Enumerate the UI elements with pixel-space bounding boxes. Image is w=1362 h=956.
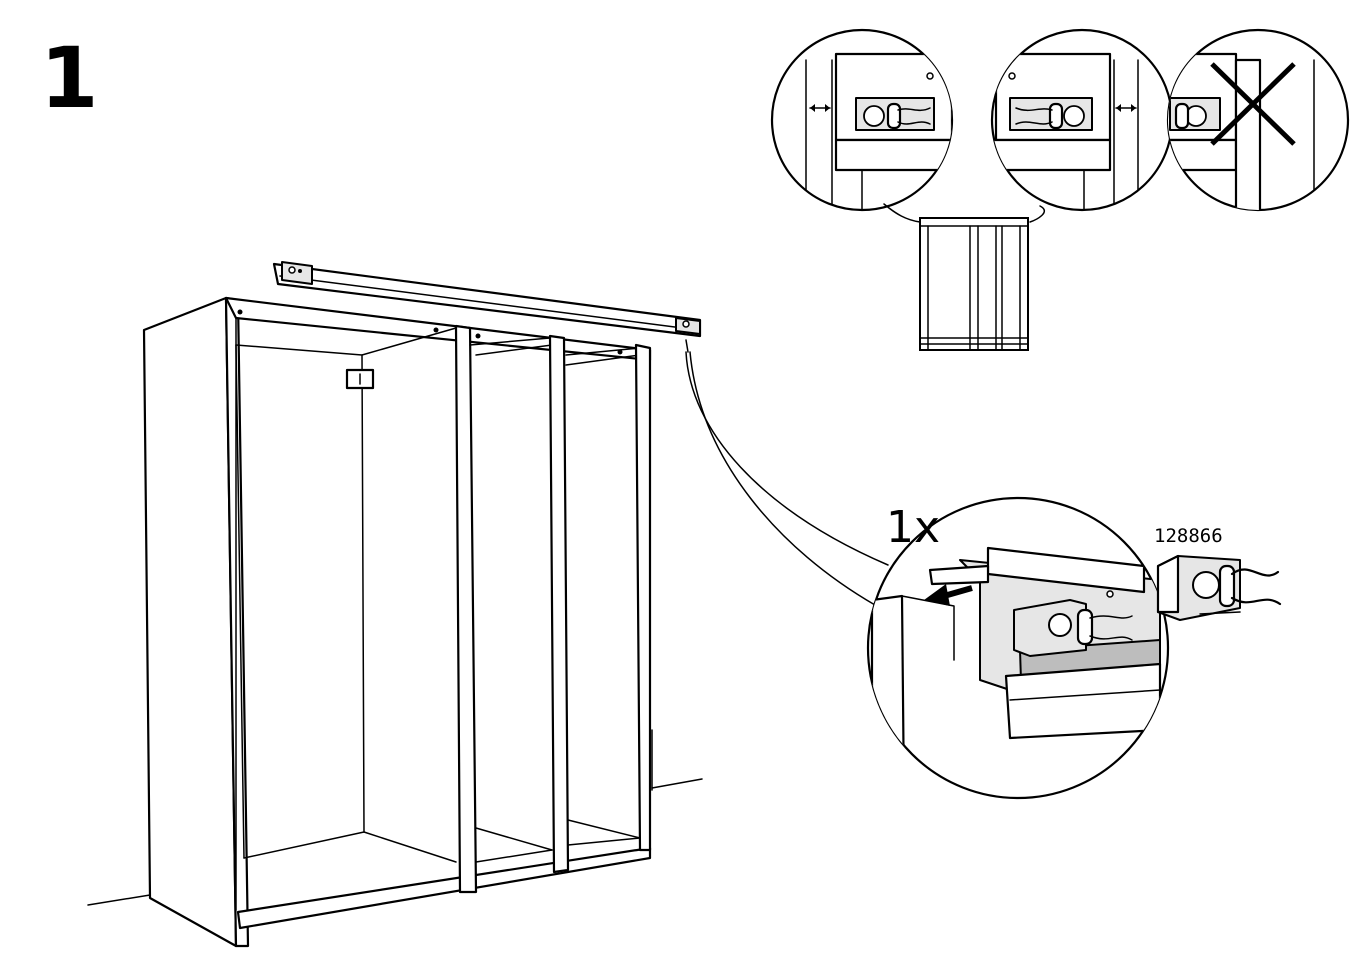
- detail-circle-incorrect: [1166, 28, 1350, 212]
- top-rail: [272, 261, 702, 353]
- mini-wardrobe-front-view: [919, 217, 1029, 351]
- part-number: 128866: [1154, 525, 1223, 547]
- step-number: 1: [40, 29, 98, 127]
- detail-circle-correct-right: [990, 28, 1174, 212]
- zoom-pointer-line: [689, 351, 876, 606]
- quantity-label: 1x: [886, 502, 940, 553]
- callout-tail: [1029, 205, 1046, 223]
- detail-circle-correct-left: [770, 28, 954, 212]
- part-holder-clip: [1156, 554, 1282, 621]
- zoom-pointer-line: [685, 351, 889, 566]
- callout-tail: [883, 203, 921, 223]
- wardrobe-frames: [87, 296, 703, 948]
